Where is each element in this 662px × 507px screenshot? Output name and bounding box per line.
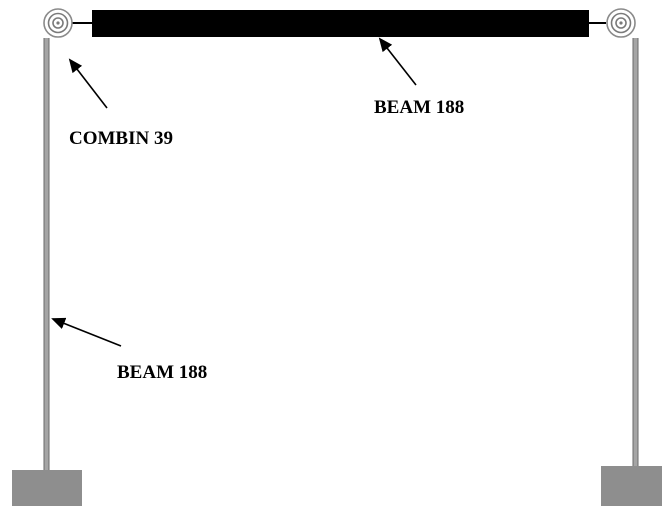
left-fixed-support-icon — [12, 470, 82, 506]
spring-element-label: COMBIN 39 — [69, 128, 173, 149]
arrow-to-spring-left — [68, 58, 108, 109]
right-column — [632, 38, 639, 472]
top-beam — [72, 10, 606, 37]
top-beam-label: BEAM 188 — [374, 97, 464, 118]
right-rotational-spring-icon — [606, 8, 636, 38]
right-fixed-support-icon — [601, 466, 662, 506]
left-column — [43, 38, 50, 472]
left-rotational-spring-icon — [43, 8, 73, 38]
arrow-to-left-column — [51, 317, 122, 347]
arrow-to-top-beam — [378, 37, 417, 86]
left-column-label: BEAM 188 — [117, 362, 207, 383]
